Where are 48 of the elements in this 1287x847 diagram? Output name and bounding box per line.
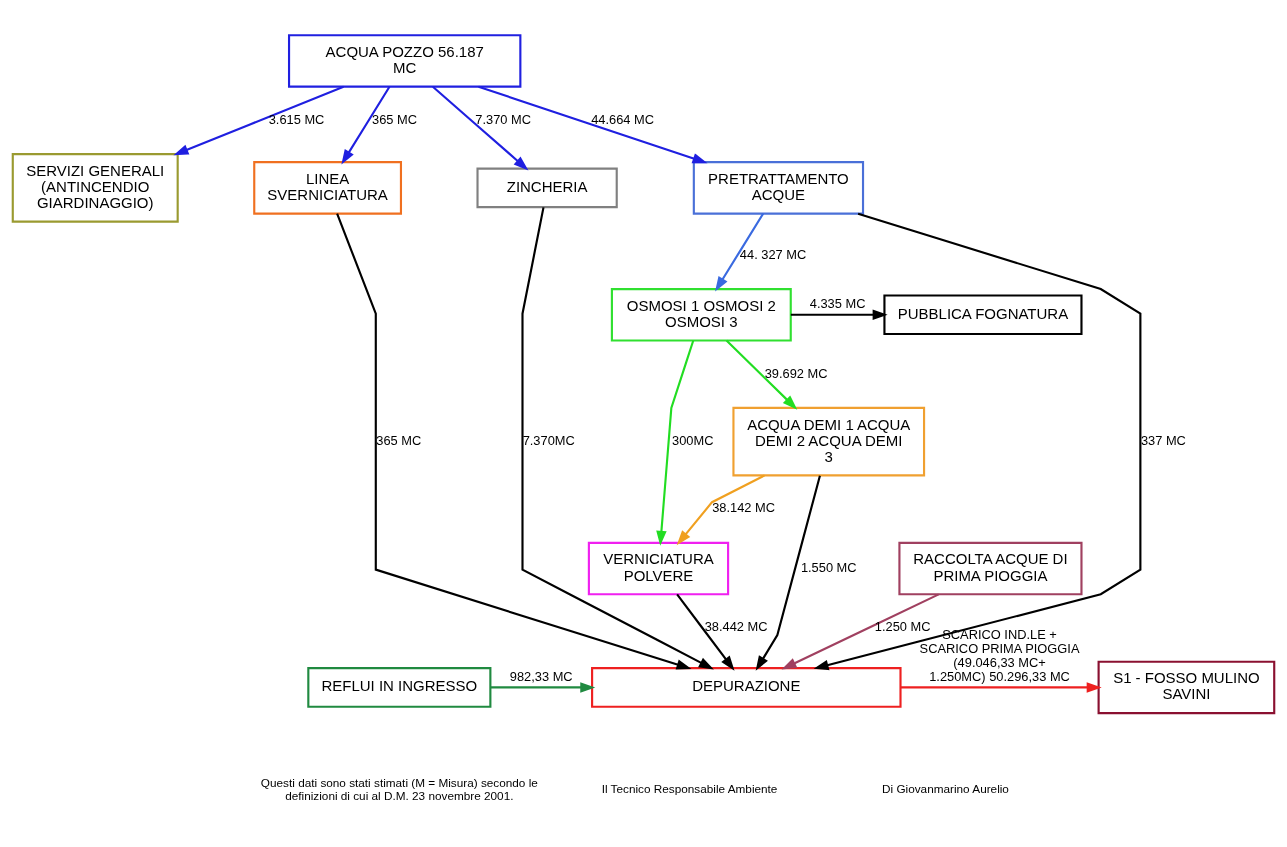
arrow (432, 85, 529, 170)
edge-label: 365 MC (372, 111, 418, 127)
arrow (676, 473, 766, 545)
node-box: LINEA SVERNICIATURA (253, 160, 402, 215)
node-box: PRETRATTAMENTO ACQUE (692, 160, 865, 215)
edge-label: 3.615 MC (268, 111, 325, 127)
node-box: REFLUI IN INGRESSO (307, 666, 492, 708)
arrow (173, 85, 344, 155)
label: Questi dati sono stati stimati (M = Misura) secondo le definizioni di cui al D.M. 23 novembre 2001. (260, 775, 538, 802)
arrow (790, 309, 888, 320)
edge-label: 337 MC (1140, 432, 1186, 448)
edge-label: 38.442 MC (704, 618, 768, 634)
arrow (478, 85, 708, 163)
edge-label: 44. 327 MC (739, 246, 807, 262)
arrow (813, 212, 1142, 670)
node-box: OSMOSI 1 OSMOSI 2 OSMOSI 3 (610, 287, 792, 342)
edge-label: 300MC (672, 432, 714, 448)
node-box: DEPURAZIONE (591, 666, 902, 708)
edge-label: 38.142 MC (712, 499, 776, 515)
node-box: PUBBLICA FOGNATURA (883, 293, 1083, 335)
arrow (900, 681, 1102, 693)
node-box: ACQUA DEMI 1 ACQUA DEMI 2 ACQUA DEMI 3 (732, 406, 926, 476)
node-box: VERNICIATURA POLVERE (587, 541, 730, 595)
label: Di Giovanmarino Aurelio (882, 781, 1009, 795)
node-box: ACQUA POZZO 56.187 MC (288, 33, 522, 88)
arrow (490, 681, 596, 693)
edge-label: 39.692 MC (764, 365, 828, 381)
arrow (781, 592, 940, 670)
edge-label: 1.550 MC (800, 559, 857, 575)
arrow (755, 475, 821, 671)
arrow (676, 593, 735, 671)
node-box: ZINCHERIA (476, 167, 618, 208)
arrow (341, 85, 391, 165)
edge-label: 44.664 MC (591, 111, 655, 127)
edge-label: 365 MC (376, 432, 422, 448)
arrow (715, 212, 765, 291)
arrow (656, 339, 695, 546)
arrow (336, 212, 692, 670)
edge-label: 4.335 MC (809, 295, 866, 311)
edge-label: 982,33 MC (509, 668, 573, 684)
edge-label: 7.370 MC (475, 111, 532, 127)
arrow (521, 206, 714, 669)
node-box: SERVIZI GENERALI (ANTINCENDIO GIARDINAGGIO) (11, 152, 179, 223)
node-box: RACCOLTA ACQUE DI PRIMA PIOGGIA (898, 541, 1083, 595)
edge-label: 1.250 MC (874, 618, 931, 634)
arrow (725, 339, 798, 410)
node-box: S1 - FOSSO MULINO SAVINI (1097, 660, 1276, 714)
label: Il Tecnico Responsabile Ambiente (601, 781, 778, 795)
